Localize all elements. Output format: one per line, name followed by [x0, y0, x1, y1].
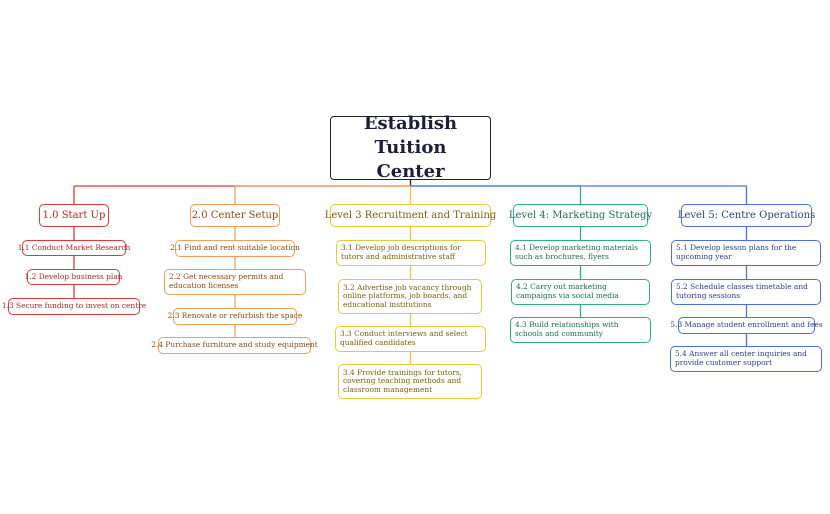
branch-label: Level 4: Marketing Strategy: [508, 210, 653, 221]
task-node[interactable]: 3.4 Provide trainings for tutors, coveri…: [338, 364, 482, 399]
task-node[interactable]: 1.3 Secure funding to invest on centre: [2, 298, 146, 315]
task-node[interactable]: 5.3 Manage student enrollment and fees: [670, 317, 823, 334]
task-node[interactable]: 2.4 Purchase furniture and study equipme…: [151, 337, 318, 354]
branch-start-up[interactable]: 1.0 Start Up: [39, 204, 109, 227]
task-node[interactable]: 3.2 Advertise job vacancy through online…: [338, 279, 482, 314]
task-node[interactable]: 5.1 Develop lesson plans for the upcomin…: [671, 240, 821, 266]
branch-label: Level 3 Recruitment and Training: [324, 210, 497, 221]
task-label: 4.3 Build relationships with schools and…: [515, 320, 619, 338]
task-label: 4.2 Carry out marketing campaigns via so…: [516, 282, 619, 300]
task-node[interactable]: 4.1 Develop marketing materials such as …: [510, 240, 651, 266]
branch-centre-operations[interactable]: Level 5: Centre Operations: [677, 204, 816, 227]
root-title: Establish Tuition Center: [363, 113, 458, 182]
branch-marketing-strategy[interactable]: Level 4: Marketing Strategy: [509, 204, 652, 227]
task-label: 2.1 Find and rent suitable location: [170, 243, 300, 253]
task-node[interactable]: 5.2 Schedule classes timetable and tutor…: [671, 279, 821, 305]
task-node[interactable]: 5.4 Answer all center inquiries and prov…: [670, 346, 822, 372]
task-label: 3.3 Conduct interviews and select qualif…: [340, 329, 468, 347]
task-node[interactable]: 3.1 Develop job descriptions for tutors …: [336, 240, 486, 266]
task-label: 2.3 Renovate or refurbish the space: [167, 311, 303, 321]
root-node[interactable]: Establish Tuition Center: [330, 113, 491, 182]
task-label: 5.1 Develop lesson plans for the upcomin…: [676, 243, 797, 261]
task-node[interactable]: 4.3 Build relationships with schools and…: [510, 317, 651, 343]
task-node[interactable]: 2.2 Get necessary permits and education …: [164, 269, 306, 295]
branch-label: Level 5: Centre Operations: [677, 210, 816, 221]
task-label: 5.2 Schedule classes timetable and tutor…: [676, 282, 808, 300]
task-label: 2.2 Get necessary permits and education …: [169, 272, 284, 290]
task-label: 5.4 Answer all center inquiries and prov…: [675, 349, 807, 367]
task-label: 4.1 Develop marketing materials such as …: [515, 243, 639, 261]
task-label: 2.4 Purchase furniture and study equipme…: [151, 340, 318, 350]
task-node[interactable]: 2.1 Find and rent suitable location: [170, 240, 300, 257]
task-label: 1.1 Conduct Market Research: [17, 242, 131, 252]
branch-label: 1.0 Start Up: [42, 210, 106, 221]
task-node[interactable]: 3.3 Conduct interviews and select qualif…: [335, 326, 486, 352]
task-node[interactable]: 1.2 Develop business plan: [24, 269, 123, 285]
task-label: 3.4 Provide trainings for tutors, coveri…: [343, 367, 462, 394]
task-node[interactable]: 2.3 Renovate or refurbish the space: [168, 308, 302, 325]
task-label: 3.1 Develop job descriptions for tutors …: [341, 243, 461, 261]
task-label: 5.3 Manage student enrollment and fees: [670, 320, 823, 330]
task-label: 1.2 Develop business plan: [24, 271, 123, 281]
branch-center-setup[interactable]: 2.0 Center Setup: [190, 204, 280, 227]
task-node[interactable]: 4.2 Carry out marketing campaigns via so…: [511, 279, 650, 305]
task-label: 3.2 Advertise job vacancy through online…: [343, 282, 472, 309]
task-node[interactable]: 1.1 Conduct Market Research: [18, 240, 130, 256]
branch-label: 2.0 Center Setup: [191, 210, 279, 221]
branch-recruitment-training[interactable]: Level 3 Recruitment and Training: [325, 204, 496, 227]
task-label: 1.3 Secure funding to invest on centre: [1, 301, 147, 311]
